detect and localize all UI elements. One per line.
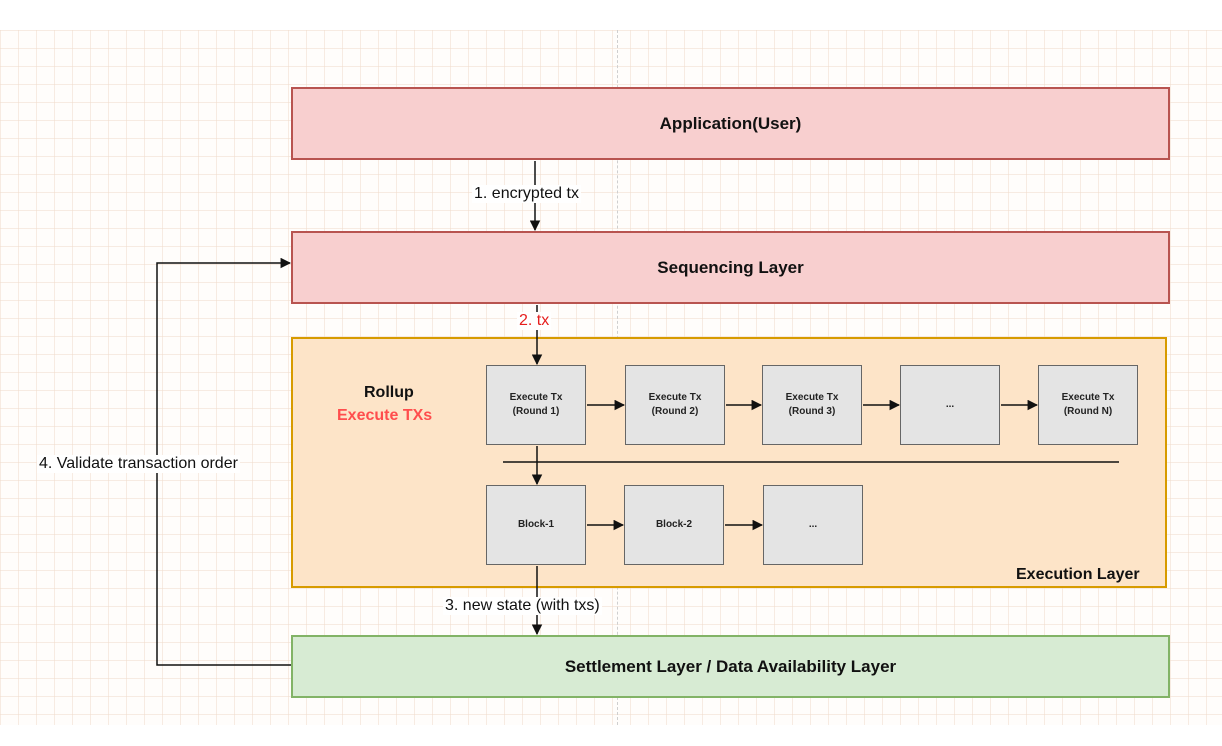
execute-box-5-line1: Execute Tx (1061, 392, 1115, 403)
block-box-2: Block-2 (624, 485, 724, 565)
execute-box-4-line1: ... (945, 399, 955, 410)
execute-box-n: Execute Tx (Round N) (1038, 365, 1138, 445)
execution-layer-label: Execution Layer (1016, 566, 1140, 583)
rollup-title: Rollup (364, 384, 414, 401)
execution-layer (291, 337, 1167, 588)
execute-box-5-line2: (Round N) (1063, 406, 1113, 417)
execute-box-2: Execute Tx (Round 2) (625, 365, 725, 445)
rollup-subtitle: Execute TXs (337, 407, 433, 424)
settlement-layer: Settlement Layer / Data Availability Lay… (291, 635, 1170, 698)
execute-box-ellipsis: ... (900, 365, 1000, 445)
execute-box-1-line2: (Round 1) (512, 406, 560, 417)
block-box-1: Block-1 (486, 485, 586, 565)
settlement-layer-label: Settlement Layer / Data Availability Lay… (564, 656, 897, 676)
block-box-2-label: Block-2 (655, 519, 693, 530)
execute-box-2-line2: (Round 2) (651, 406, 699, 417)
execute-box-3-line1: Execute Tx (785, 392, 839, 403)
execute-box-3-line2: (Round 3) (788, 406, 836, 417)
execute-box-1: Execute Tx (Round 1) (486, 365, 586, 445)
execute-box-2-line1: Execute Tx (648, 392, 702, 403)
edge-label-encrypted-tx: 1. encrypted tx (472, 185, 581, 203)
block-box-1-label: Block-1 (517, 519, 555, 530)
execute-box-3: Execute Tx (Round 3) (762, 365, 862, 445)
application-layer-label: Application(User) (659, 113, 802, 133)
sequencing-layer-label: Sequencing Layer (657, 257, 804, 277)
execute-box-1-line1: Execute Tx (509, 392, 563, 403)
block-box-3-label: ... (808, 519, 818, 530)
edge-label-validate-order: 4. Validate transaction order (37, 455, 240, 473)
application-layer: Application(User) (291, 87, 1170, 160)
sequencing-layer: Sequencing Layer (291, 231, 1170, 304)
edge-label-new-state: 3. new state (with txs) (443, 597, 602, 615)
block-box-ellipsis: ... (763, 485, 863, 565)
edge-label-tx: 2. tx (517, 312, 552, 330)
